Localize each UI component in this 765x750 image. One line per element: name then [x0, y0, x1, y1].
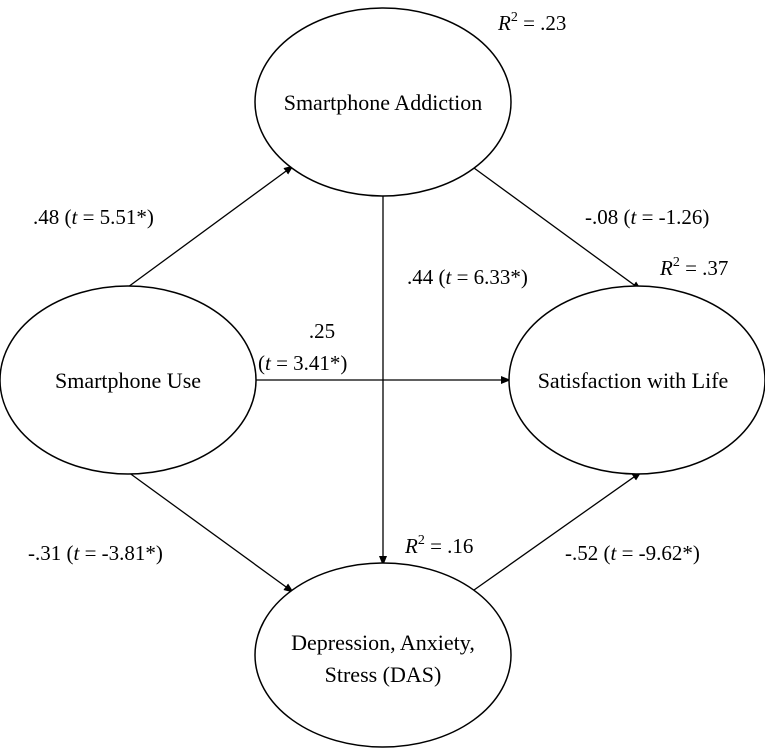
node-smartphone-use: Smartphone Use: [0, 285, 257, 475]
node-label-line1: Depression, Anxiety,: [291, 630, 475, 655]
coef-use-to-das: -.31 (t = -3.81*): [28, 541, 163, 565]
r2-addiction: R2 = .23: [497, 10, 566, 35]
arrow-addiction-to-satisfaction: [473, 167, 642, 291]
coef-use-to-satisfaction: .25: [309, 319, 335, 343]
node-satisfaction-with-life: Satisfaction with Life: [508, 285, 765, 475]
node-label: Satisfaction with Life: [538, 368, 729, 393]
coef-use-to-satisfaction-t: (t = 3.41*): [258, 351, 347, 375]
arrow-use-to-das: [127, 471, 294, 593]
coef-addiction-to-satisfaction: -.08 (t = -1.26): [585, 205, 709, 229]
coef-das-to-satisfaction: -.52 (t = -9.62*): [565, 541, 700, 565]
arrow-das-to-satisfaction: [473, 471, 642, 591]
coef-use-to-addiction: .48 (t = 5.51*): [33, 205, 154, 229]
node-label: Smartphone Addiction: [284, 90, 483, 115]
node-smartphone-addiction: Smartphone Addiction: [254, 7, 512, 197]
node-label-line2: Stress (DAS): [325, 662, 442, 687]
arrow-use-to-addiction: [127, 165, 294, 288]
coef-addiction-to-das: .44 (t = 6.33*): [407, 265, 528, 289]
r2-satisfaction: R2 = .37: [659, 255, 728, 280]
node-label: Smartphone Use: [55, 368, 201, 393]
node-das: Depression, Anxiety, Stress (DAS): [254, 562, 512, 748]
r2-das: R2 = .16: [404, 533, 473, 558]
